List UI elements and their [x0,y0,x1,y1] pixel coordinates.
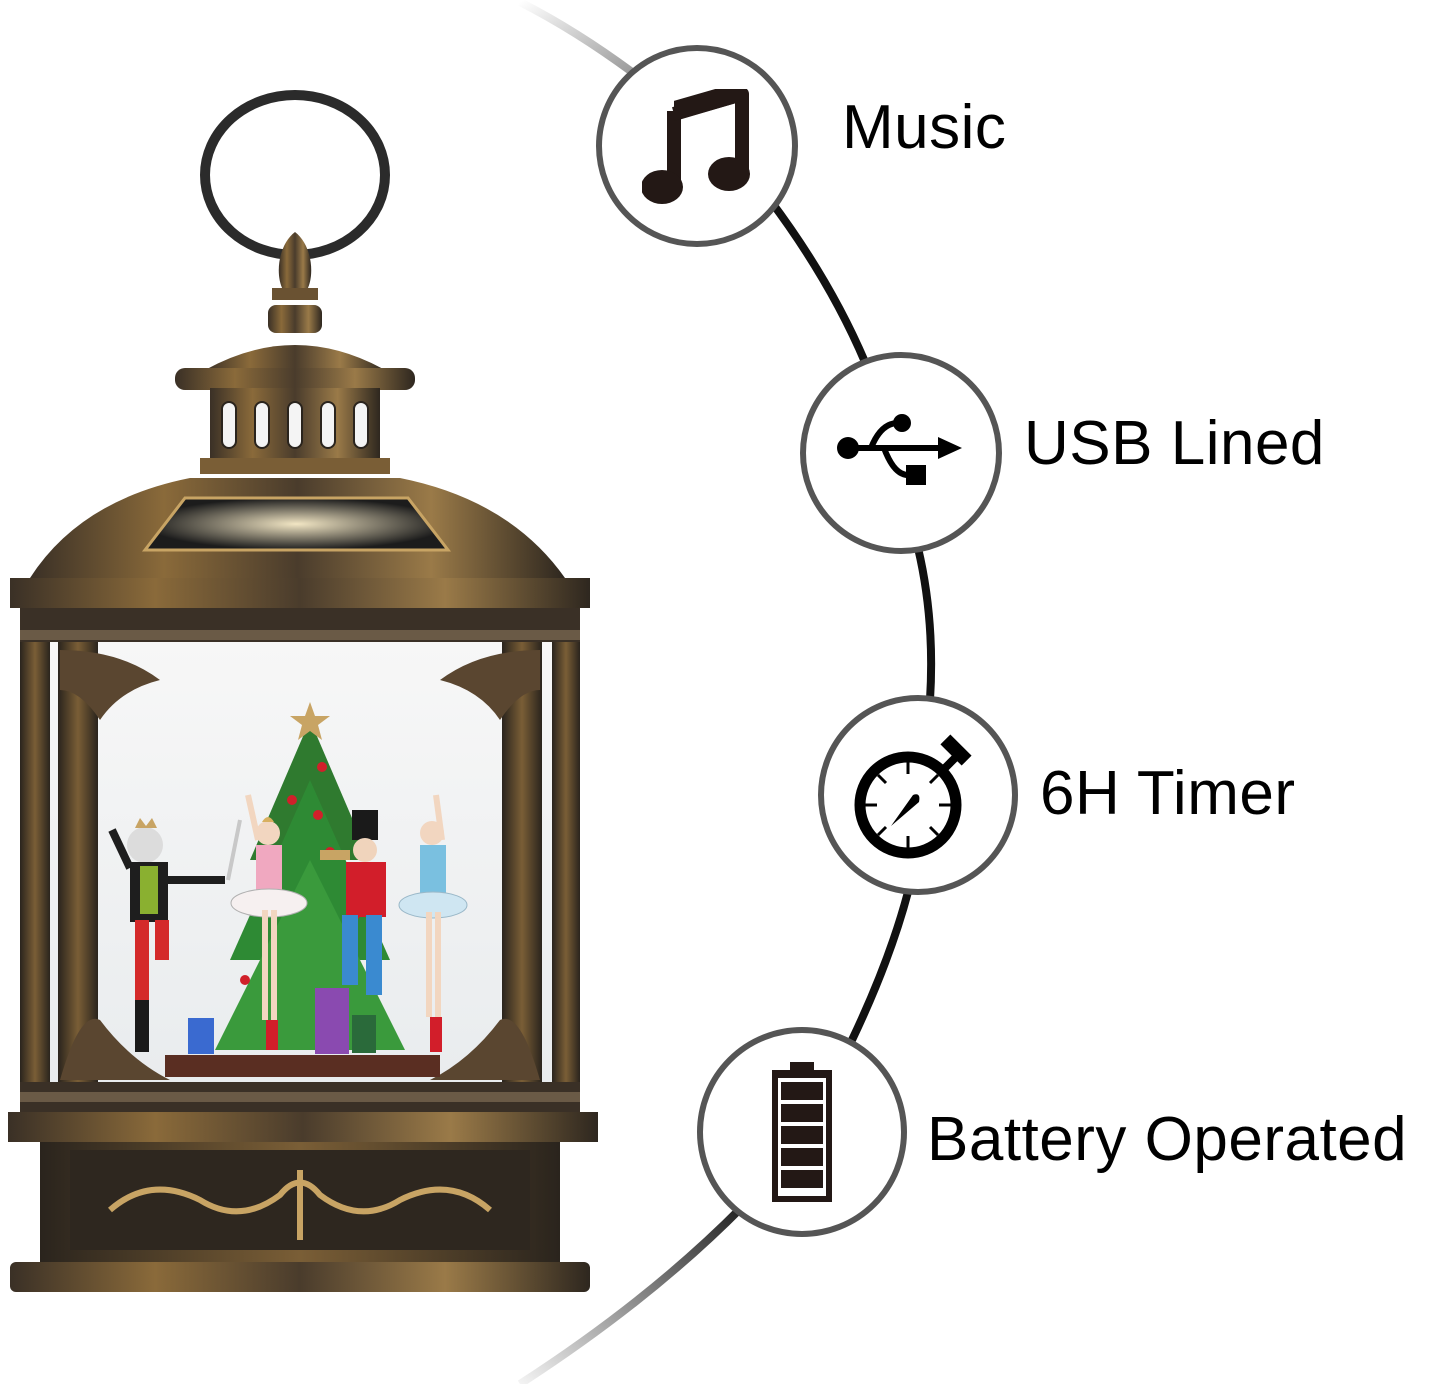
usb-icon [837,414,962,485]
hanging-ring [200,90,390,260]
feature-music: Music [596,45,1006,247]
feature-label: 6H Timer [1040,758,1296,828]
music-note-icon [642,88,750,204]
nutcracker-figure [320,810,386,995]
music-badge [596,45,798,247]
stopwatch-icon [854,734,972,859]
feature-usb: USB Lined [800,352,1325,554]
mouse-king-figure [108,818,242,1052]
battery-badge [697,1027,907,1237]
blue-ballerina-figure [398,794,468,1052]
feature-timer: 6H Timer [818,695,1295,895]
timer-badge [818,695,1018,895]
feature-battery: Battery Operated [697,1027,1407,1237]
feature-label: Battery Operated [927,1104,1408,1174]
battery-icon [772,1062,832,1202]
usb-badge [800,352,1002,554]
lantern-product-photo [8,90,598,1292]
pink-ballerina-figure [230,794,308,1050]
feature-label: Music [842,92,1007,162]
feature-label: USB Lined [1024,408,1325,478]
